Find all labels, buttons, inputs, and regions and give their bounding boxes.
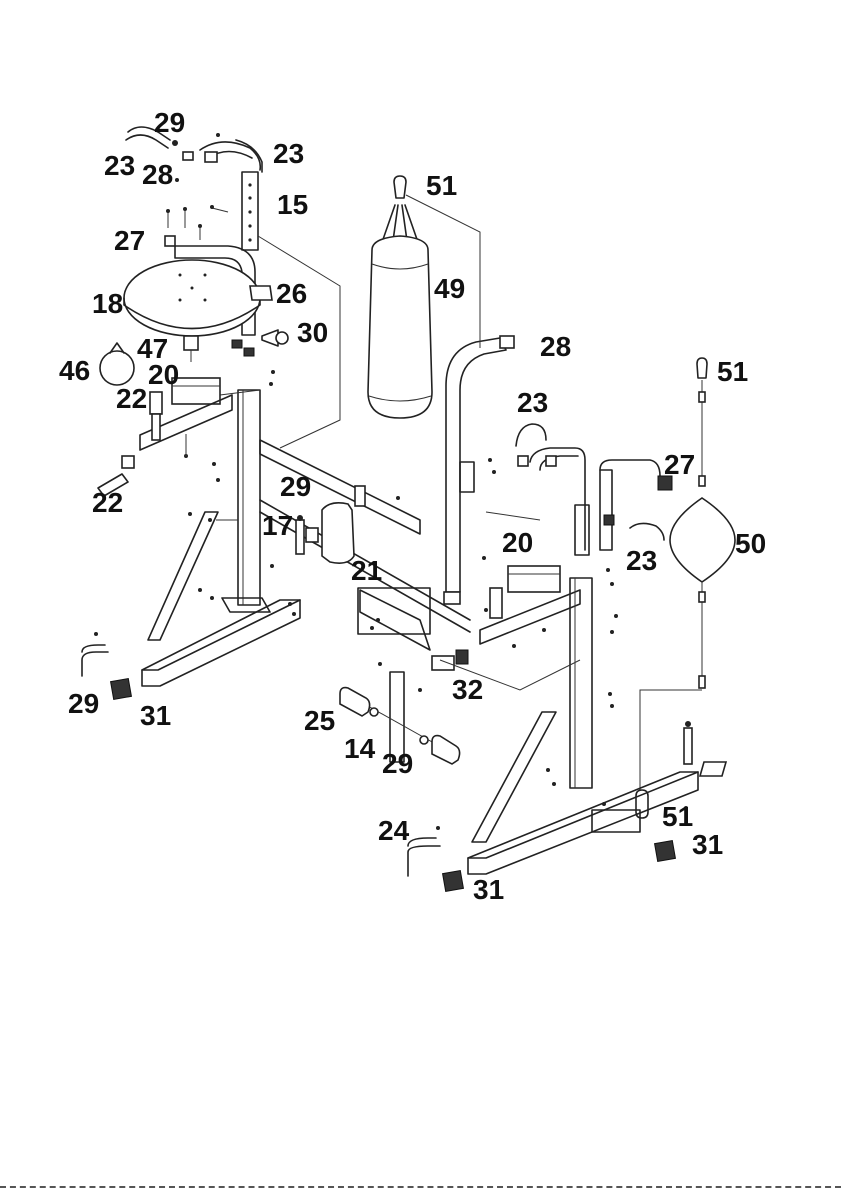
- part-label: 31: [473, 874, 504, 905]
- part-label: 51: [426, 170, 457, 201]
- part-label: 29: [154, 107, 185, 138]
- part-label: 15: [277, 189, 308, 220]
- part-label: 23: [517, 387, 548, 418]
- part-label: 20: [148, 359, 179, 390]
- center-post-17: [296, 515, 304, 554]
- back-pad: [306, 486, 365, 563]
- part-label: 27: [114, 225, 145, 256]
- part-label: 50: [735, 528, 766, 559]
- part-label: 29: [68, 688, 99, 719]
- part-label: 26: [276, 278, 307, 309]
- part-label: 21: [351, 555, 382, 586]
- part-label: 14: [344, 733, 376, 764]
- speed-bag-ball: [100, 343, 134, 385]
- heavy-bag-upright: [444, 336, 514, 604]
- part-label: 46: [59, 355, 90, 386]
- part-label: 23: [104, 150, 135, 181]
- part-label: 23: [273, 138, 304, 169]
- part-label: 32: [452, 674, 483, 705]
- heavy-bag: [368, 176, 432, 418]
- part-label: 31: [692, 829, 723, 860]
- part-label: 28: [540, 331, 571, 362]
- part-label: 31: [140, 700, 171, 731]
- right-seat-arm: [432, 566, 580, 670]
- part-label: 29: [382, 748, 413, 779]
- part-label: 25: [304, 705, 335, 736]
- part-label: 23: [626, 545, 657, 576]
- part-label: 30: [297, 317, 328, 348]
- part-label: 24: [378, 815, 410, 846]
- right-upright-post: [570, 578, 592, 788]
- part-label: 18: [92, 288, 123, 319]
- page-bottom-border: [0, 1186, 841, 1188]
- part-label: 27: [664, 449, 695, 480]
- speed-bag-vertical-post: [210, 172, 258, 250]
- part-label: 20: [502, 527, 533, 558]
- left-upright-post: [220, 390, 260, 605]
- part-label: 28: [142, 159, 173, 190]
- part-label: 22: [92, 487, 123, 518]
- part-label: 29: [280, 471, 311, 502]
- part-label: 51: [717, 356, 748, 387]
- part-label: 17: [262, 510, 293, 541]
- part-label: 51: [662, 801, 693, 832]
- part-label: 22: [116, 383, 147, 414]
- right-handles: [516, 424, 672, 555]
- part-label: 49: [434, 273, 465, 304]
